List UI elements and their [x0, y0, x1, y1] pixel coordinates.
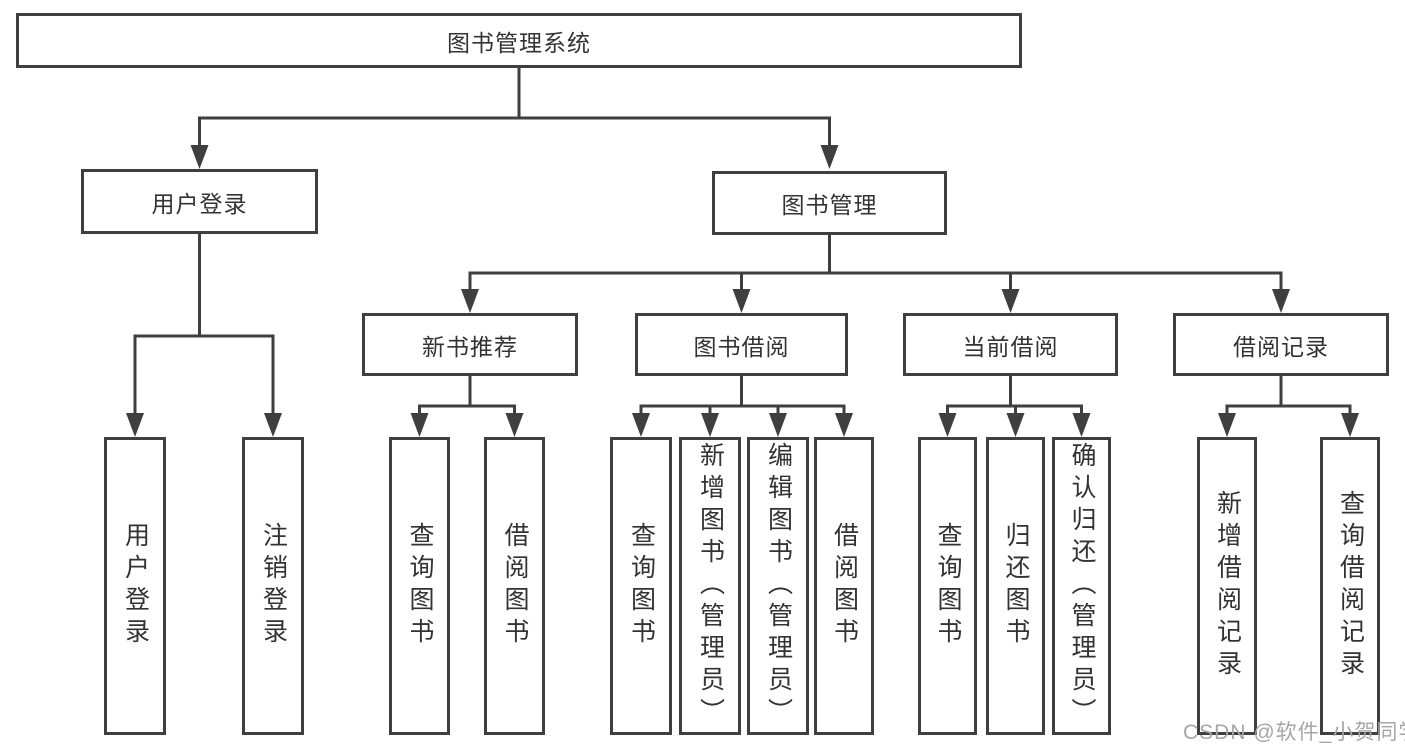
leaf-borrow-books: 借阅图书 — [484, 437, 545, 735]
leaf-label: 用户登录 — [121, 522, 150, 650]
node-new-book-recommendation: 新书推荐 — [362, 313, 578, 376]
node-book-borrowing: 图书借阅 — [635, 313, 848, 376]
leaf-label: 查询借阅记录 — [1336, 490, 1365, 682]
leaf-label: 查询图书 — [406, 522, 434, 650]
csdn-watermark: CSDN @软件_小贺同学 — [1183, 721, 1405, 744]
node-label: 图书管理 — [781, 192, 878, 218]
node-label: 图书借阅 — [693, 333, 790, 360]
arrowhead-down-icon — [820, 145, 839, 169]
leaf-add-books-admin: 新增图书（管理员） — [679, 437, 741, 735]
leaf-label: 查询图书 — [627, 522, 656, 650]
leaf-label: 借阅图书 — [830, 522, 859, 650]
node-borrowing-records: 借阅记录 — [1173, 313, 1389, 376]
leaf-user-login: 用户登录 — [104, 437, 166, 735]
arrowhead-down-icon — [1001, 289, 1020, 313]
arrowhead-down-icon — [1072, 413, 1091, 437]
node-user-login-branch: 用户登录 — [81, 169, 318, 234]
arrowhead-down-icon — [1218, 413, 1236, 437]
leaf-label: 归还图书 — [1002, 522, 1030, 650]
leaf-label: 编辑图书（管理员） — [764, 442, 793, 730]
arrowhead-down-icon — [732, 289, 751, 313]
leaf-query-borrow-record: 查询借阅记录 — [1320, 437, 1380, 735]
leaf-return-books: 归还图书 — [986, 437, 1045, 735]
leaf-label: 借阅图书 — [501, 522, 529, 650]
arrowhead-down-icon — [1341, 413, 1359, 437]
leaf-add-borrow-record: 新增借阅记录 — [1197, 437, 1257, 735]
arrowhead-down-icon — [769, 413, 787, 437]
arrowhead-down-icon — [126, 413, 144, 437]
node-current-borrowing: 当前借阅 — [903, 313, 1118, 376]
arrowhead-down-icon — [1006, 413, 1025, 437]
leaf-label: 确认归还（管理员） — [1068, 442, 1096, 730]
arrowhead-down-icon — [505, 413, 524, 437]
arrowhead-down-icon — [190, 145, 209, 169]
arrowhead-down-icon — [410, 413, 429, 437]
leaf-logout: 注销登录 — [242, 437, 304, 735]
leaf-label: 新增图书（管理员） — [696, 442, 725, 730]
leaf-confirm-return-admin: 确认归还（管理员） — [1052, 437, 1111, 735]
arrowhead-down-icon — [632, 413, 650, 437]
leaf-label: 新增借阅记录 — [1213, 490, 1242, 682]
node-label: 当前借阅 — [962, 333, 1059, 360]
arrowhead-down-icon — [701, 413, 719, 437]
node-label: 用户登录 — [151, 190, 248, 217]
node-root-label: 图书管理系统 — [447, 29, 591, 56]
arrowhead-down-icon — [461, 289, 479, 313]
arrowhead-down-icon — [264, 413, 282, 437]
arrowhead-down-icon — [835, 413, 853, 437]
node-book-management-branch: 图书管理 — [712, 171, 947, 235]
leaf-label: 查询图书 — [934, 522, 962, 650]
node-root: 图书管理系统 — [16, 13, 1022, 68]
leaf-borrow-books: 借阅图书 — [814, 437, 874, 735]
leaf-query-books: 查询图书 — [918, 437, 977, 735]
node-label: 借阅记录 — [1233, 333, 1329, 360]
leaf-label: 注销登录 — [259, 522, 288, 650]
node-label: 新书推荐 — [422, 333, 518, 360]
leaf-query-books: 查询图书 — [610, 437, 672, 735]
leaf-edit-books-admin: 编辑图书（管理员） — [747, 437, 809, 735]
leaf-query-books: 查询图书 — [389, 437, 450, 735]
arrowhead-down-icon — [1272, 289, 1290, 313]
arrowhead-down-icon — [938, 413, 957, 437]
